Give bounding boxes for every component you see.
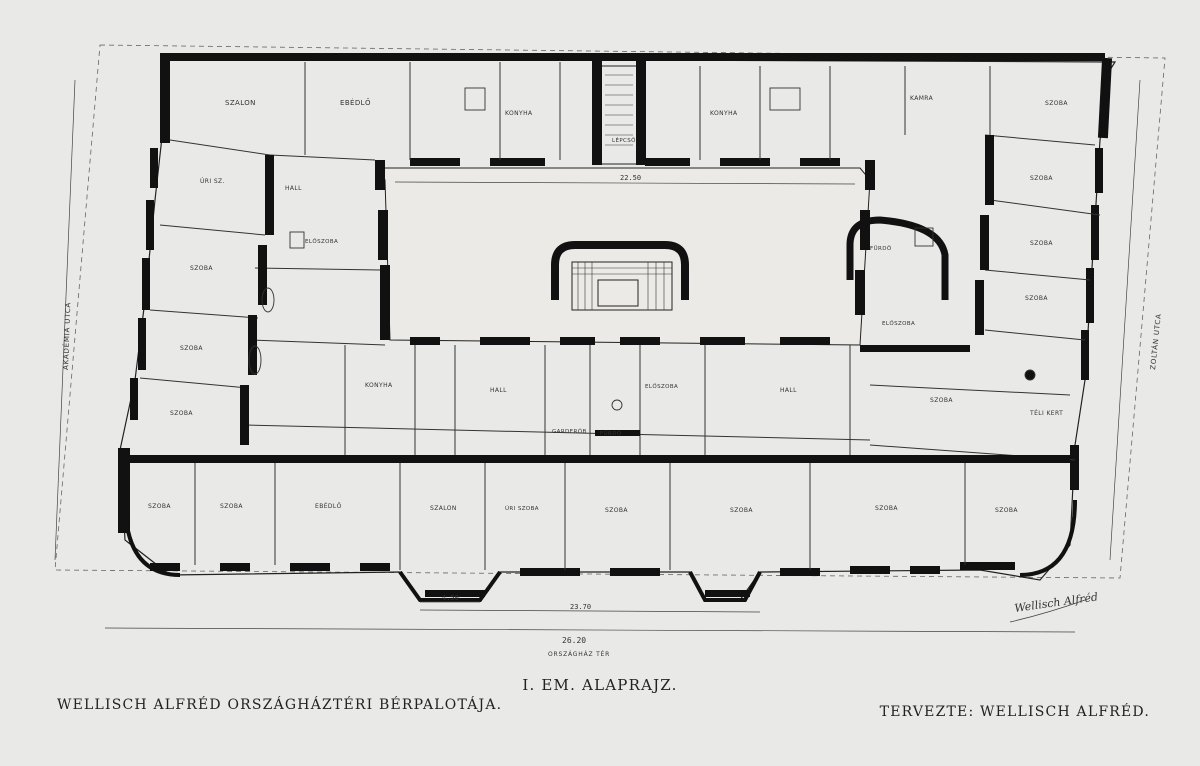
room-label: SZOBA [1045,100,1068,107]
room-label: SZOBA [605,507,628,514]
front-dimension: 23.70 [570,603,591,611]
room-label: SZOBA [930,397,953,404]
load-bearing-walls [130,135,1070,463]
room-label: HALL [285,185,302,192]
room-label: ELŐSZOBA [305,238,338,245]
plan-caption: I. EM. ALAPRAJZ. [522,676,678,694]
exterior-walls [118,53,1113,597]
room-label: SZOBA [1030,240,1053,247]
room-label: SZOBA [1025,295,1048,302]
room-label: ÚRI SZ. [200,178,225,185]
bay-dimension: 4.50 [442,594,459,602]
room-label: HALL [780,387,797,394]
room-label: GARDERÓB [552,428,587,435]
room-label: HALL [490,387,507,394]
signature-flourish [1009,599,1086,623]
room-label: SZALON [430,505,457,512]
room-label: ÚRI SZOBA [505,505,539,512]
dimension-lines [54,79,1141,633]
room-label: ELŐSZOBA [882,320,915,327]
fixtures [248,87,1036,411]
room-label: SZOBA [170,410,193,417]
room-label: SZOBA [190,265,213,272]
room-label: ELŐSZOBA [645,383,678,390]
room-label: EBÉDLŐ [340,98,371,107]
room-label: KONYHA [710,110,738,117]
building-title: WELLISCH ALFRÉD ORSZÁGHÁZTÉRI BÉRPALOTÁJ… [57,697,503,713]
architect-signature: Wellisch Alfréd [1014,590,1099,615]
room-label: SZOBA [148,503,171,510]
street-bottom: ORSZÁGHÁZ TÉR [548,650,610,658]
courtyard [375,158,875,346]
room-label: TÉLI KERT [1029,409,1063,417]
room-label: SZOBA [1030,175,1053,182]
street-right: ZOLTÁN UTCA [1148,313,1163,370]
architect-credit: TERVEZTE: WELLISCH ALFRÉD. [879,704,1150,720]
street-left: AKADÉMIA UTCA [61,302,72,370]
room-label: KONYHA [365,382,393,389]
room-label: EBÉDLŐ [315,502,342,510]
dimension-labels: 26.20 22.50 23.70 4.50 [442,174,641,645]
room-label: SZOBA [995,507,1018,514]
room-label: SZOBA [180,345,203,352]
plot-boundary [54,44,1166,579]
bay-windows [123,499,1077,602]
room-label: LÉPCSŐ [612,136,636,144]
floor-plan-drawing: SZALON EBÉDLŐ KONYHA KONYHA KAMRA SZOBA … [54,44,1166,658]
main-staircase [551,60,689,311]
room-label: KONYHA [505,110,533,117]
room-label: SZOBA [875,505,898,512]
room-labels: SZALON EBÉDLŐ KONYHA KONYHA KAMRA SZOBA … [148,95,1068,514]
room-label: FÜRDŐ [600,430,622,437]
room-label: FÜRDŐ [870,245,892,252]
room-label: SZALON [225,99,256,107]
room-label: KAMRA [910,95,934,102]
overall-dimension: 26.20 [562,636,586,645]
court-dimension: 22.50 [620,174,641,182]
interior-walls [139,62,1101,570]
room-label: SZOBA [730,507,753,514]
round-stair [846,216,949,300]
room-label: SZOBA [220,503,243,510]
